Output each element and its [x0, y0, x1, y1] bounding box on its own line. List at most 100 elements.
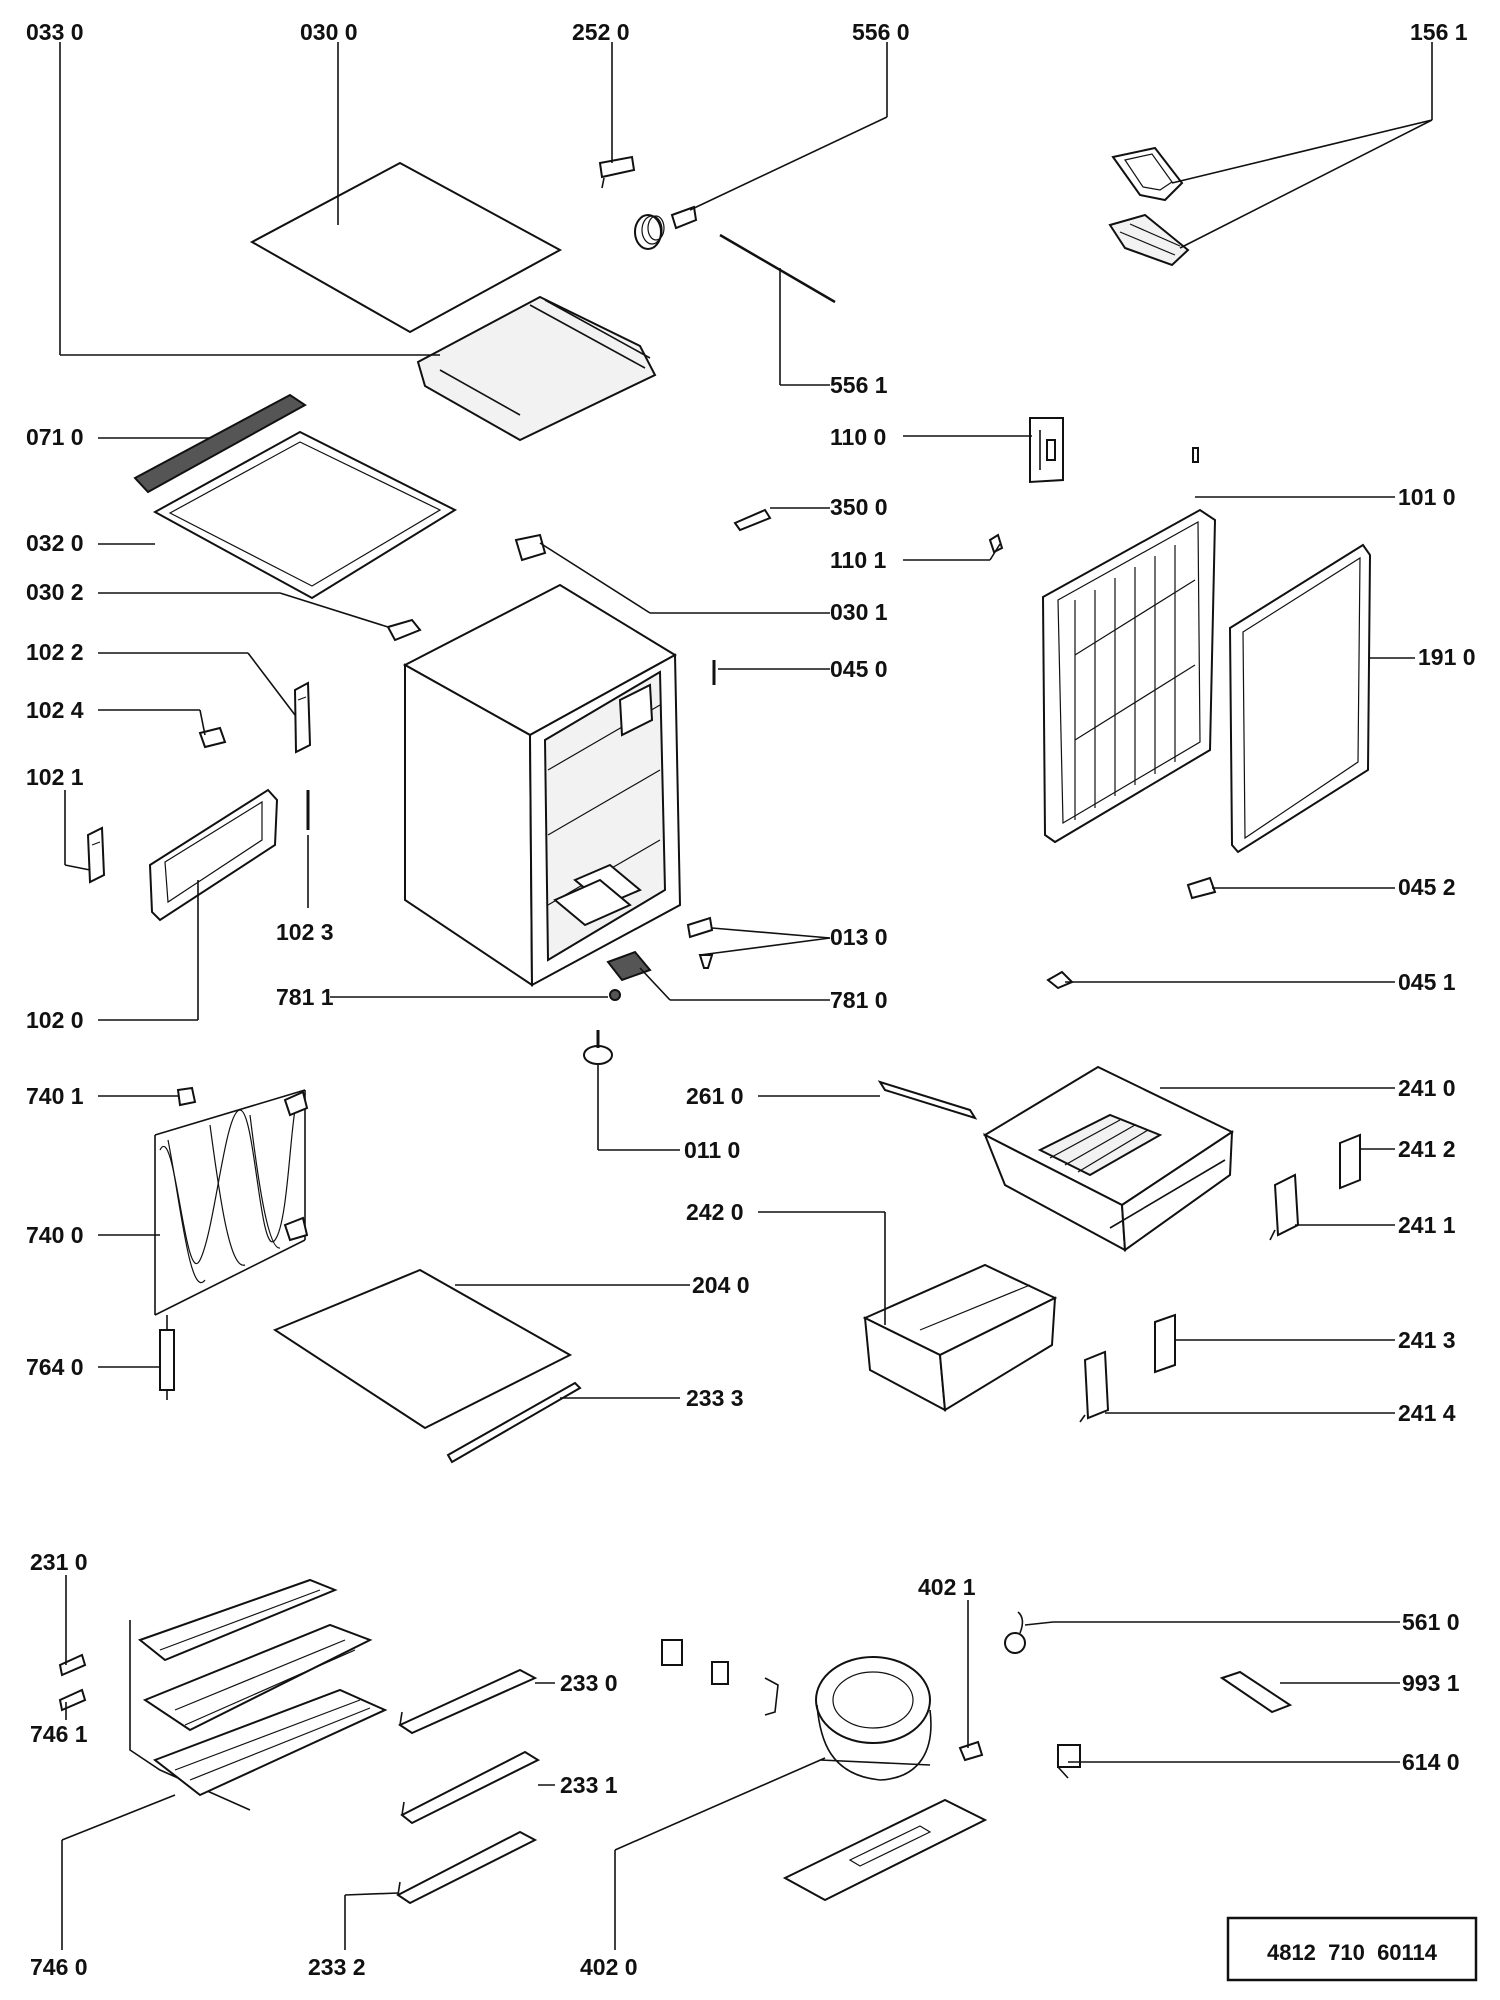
part-shelf-clip-left: [86, 826, 106, 884]
label-110-0: 110 0: [830, 424, 886, 450]
part-small-pin: [1192, 447, 1199, 463]
part-clip-wire: [764, 1677, 779, 1716]
part-clip: [598, 155, 636, 189]
part-thermostat: [583, 1030, 613, 1065]
part-condenser: [154, 1089, 309, 1316]
label-556-0: 556 0: [852, 19, 910, 45]
label-252-0: 252 0: [572, 19, 630, 45]
part-shelf-rail: [446, 1381, 582, 1464]
label-764-0: 764 0: [26, 1354, 84, 1380]
part-lamp: [1004, 1611, 1026, 1654]
label-233-0: 233 0: [560, 1670, 618, 1696]
label-746-0: 746 0: [30, 1954, 88, 1980]
part-drawer-clip-b: [1269, 1173, 1300, 1241]
label-561-0: 561 0: [1402, 1609, 1460, 1635]
part-top-cover: [416, 295, 657, 442]
label-071-0: 071 0: [26, 424, 84, 450]
part-drawer-clip-d: [1079, 1350, 1110, 1423]
part-drain-plug: [609, 989, 621, 1001]
part-cabinet: [402, 583, 682, 987]
part-thermostat-coil: [634, 205, 698, 250]
label-781-0: 781 0: [830, 987, 888, 1013]
label-102-2: 102 2: [26, 639, 84, 665]
part-glass-shelf: [272, 1268, 573, 1430]
label-241-2: 241 2: [1398, 1136, 1456, 1162]
label-045-0: 045 0: [830, 656, 888, 682]
label-402-1: 402 1: [918, 1574, 976, 1600]
label-241-0: 241 0: [1398, 1075, 1456, 1101]
part-rail-strip: [133, 393, 307, 494]
part-door-gasket: [1228, 543, 1372, 854]
part-label-a: [58, 1653, 87, 1677]
label-233-1: 233 1: [560, 1772, 618, 1798]
label-011-0: 011 0: [684, 1137, 740, 1163]
part-rail-middle: [400, 1750, 541, 1825]
part-overload: [711, 1661, 729, 1685]
label-241-3: 241 3: [1398, 1327, 1456, 1353]
label-781-1: 781 1: [276, 984, 334, 1010]
label-045-1: 045 1: [1398, 969, 1456, 995]
part-ice-trays: [1108, 146, 1190, 267]
label-191-0: 191 0: [1418, 644, 1476, 670]
label-746-1: 746 1: [30, 1721, 88, 1747]
part-small-drawer: [862, 1263, 1058, 1412]
part-bracket-left: [386, 618, 422, 642]
part-grommet: [958, 1740, 984, 1762]
label-204-0: 204 0: [692, 1272, 750, 1298]
part-relay: [661, 1639, 683, 1666]
part-drawer-clip-c: [1154, 1313, 1176, 1374]
part-rail-lower: [396, 1830, 538, 1905]
label-102-1: 102 1: [26, 764, 84, 790]
reference-number: 4812 710 60114: [1267, 1940, 1438, 1965]
label-740-1: 740 1: [26, 1083, 84, 1109]
label-110-1: 110 1: [830, 547, 886, 573]
part-crisper-drawer: [982, 1065, 1235, 1252]
label-030-0: 030 0: [300, 19, 358, 45]
label-045-2: 045 2: [1398, 874, 1456, 900]
part-small-bracket: [198, 726, 227, 749]
label-231-0: 231 0: [30, 1549, 88, 1575]
part-shelf-clip-right: [293, 681, 312, 754]
part-labels: 033 0 030 0 252 0 556 0 156 1 556 1 071 …: [26, 19, 1476, 1980]
label-030-2: 030 2: [26, 579, 84, 605]
part-frame-shelf: [152, 430, 458, 600]
part-foot: [686, 916, 714, 969]
label-740-0: 740 0: [26, 1222, 84, 1248]
label-233-2: 233 2: [308, 1954, 366, 1980]
label-261-0: 261 0: [686, 1083, 744, 1109]
part-drawer-clip-a: [1339, 1133, 1361, 1190]
part-hinge-pin: [988, 533, 1004, 554]
leader-lines: [59, 42, 1433, 1950]
label-233-3: 233 3: [686, 1385, 744, 1411]
part-evaporator: [129, 1578, 388, 1811]
label-033-0: 033 0: [26, 19, 84, 45]
part-door-bracket-upper: [1186, 876, 1217, 900]
label-032-0: 032 0: [26, 530, 84, 556]
part-thermostat-rod: [719, 233, 836, 304]
part-door-shelf: [148, 788, 279, 922]
label-556-1: 556 1: [830, 372, 888, 398]
part-compressor: [815, 1656, 932, 1781]
label-101-0: 101 0: [1398, 484, 1456, 510]
part-handle: [733, 508, 772, 532]
label-242-0: 242 0: [686, 1199, 744, 1225]
part-cover-strip: [1219, 1670, 1293, 1714]
label-350-0: 350 0: [830, 494, 888, 520]
part-worktop-sheet: [249, 161, 563, 334]
label-993-1: 993 1: [1402, 1670, 1460, 1696]
label-102-0: 102 0: [26, 1007, 84, 1033]
label-102-3: 102 3: [276, 919, 334, 945]
part-label-b: [58, 1688, 87, 1712]
label-241-4: 241 4: [1398, 1400, 1456, 1426]
label-102-4: 102 4: [26, 697, 84, 723]
part-filter-drier: [159, 1315, 175, 1400]
part-drip-tray: [606, 950, 652, 982]
label-156-1: 156 1: [1410, 19, 1468, 45]
reference-number-box: 4812 710 60114: [1226, 1916, 1478, 1982]
label-013-0: 013 0: [830, 924, 888, 950]
part-condenser-cap: [176, 1086, 197, 1107]
part-drawer-rail: [877, 1080, 978, 1120]
part-bracket-right: [514, 533, 547, 562]
part-door: [1041, 508, 1217, 844]
